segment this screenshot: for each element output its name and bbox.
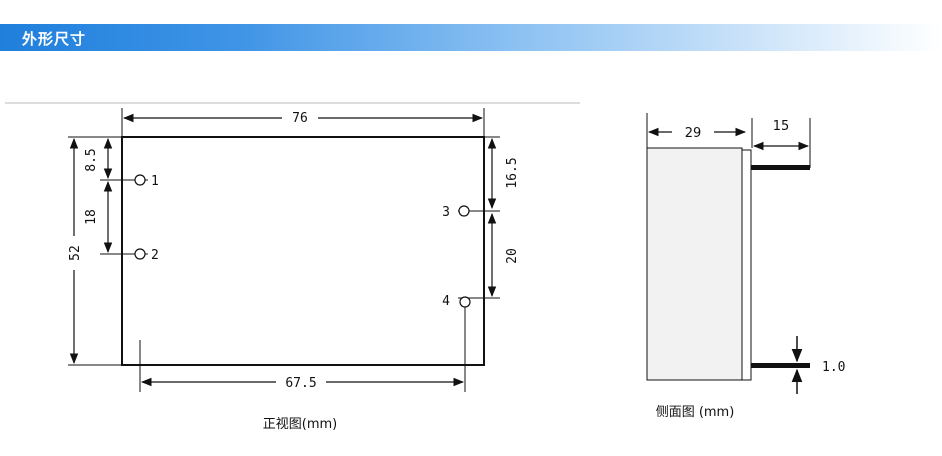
dim-width: 76 — [292, 111, 308, 126]
side-pin-top — [751, 165, 810, 170]
pin-1-label: 1 — [151, 174, 159, 189]
side-view: 29 15 1.0 侧面图 (mm) — [646, 113, 845, 420]
dim-pin34-spacing: 20 — [505, 248, 520, 264]
side-pin-bottom — [751, 363, 810, 368]
pin-3-hole — [458, 205, 470, 217]
dim-pin-length: 15 — [773, 119, 790, 134]
pin-2-label: 2 — [151, 248, 159, 263]
dim-depth: 29 — [685, 126, 702, 141]
dim-pin-pitch-bottom: 67.5 — [285, 376, 316, 391]
dim-pin-thickness: 1.0 — [822, 360, 845, 375]
front-view-outline — [121, 136, 485, 366]
dim-pin1-offset: 8.5 — [84, 148, 99, 171]
dim-height: 52 — [68, 245, 83, 261]
side-view-flange — [741, 149, 752, 381]
front-view: 76 52 8.5 18 1 2 16.5 20 3 4 — [68, 108, 520, 432]
section-header-bar: 外形尺寸 — [0, 24, 942, 51]
front-view-caption: 正视图(mm) — [263, 417, 337, 432]
section-title: 外形尺寸 — [22, 30, 87, 48]
side-view-caption: 侧面图 (mm) — [656, 405, 735, 420]
pin-2-hole — [134, 248, 146, 260]
side-view-body — [646, 147, 743, 381]
pin-3-label: 3 — [442, 205, 450, 220]
pin-1-hole — [134, 174, 146, 186]
dim-pin12-spacing: 18 — [84, 209, 99, 225]
pin-4-label: 4 — [442, 294, 450, 309]
dim-pin3-offset: 16.5 — [505, 157, 520, 188]
pin-4-hole — [459, 296, 471, 308]
